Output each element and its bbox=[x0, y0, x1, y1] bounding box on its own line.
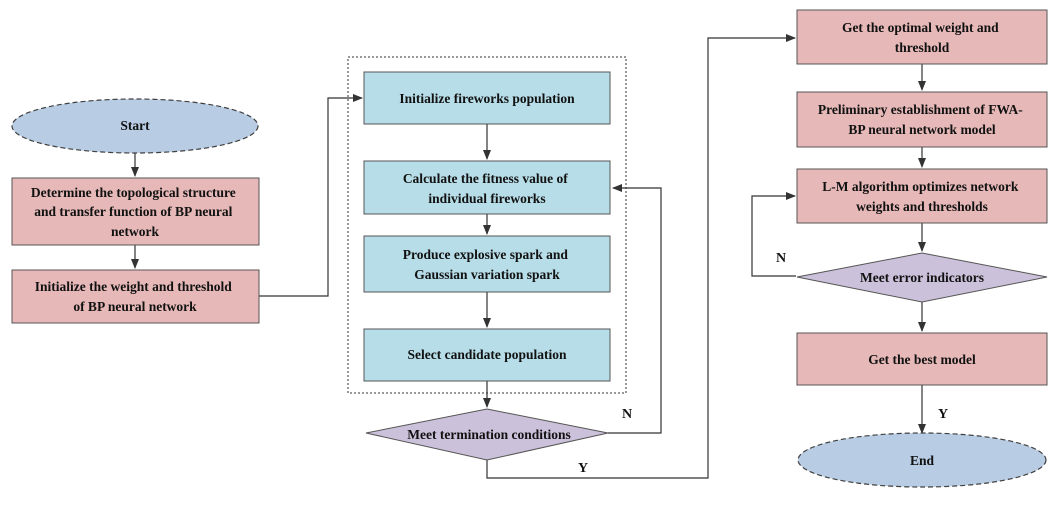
meet-error-label: Meet error indicators bbox=[860, 270, 984, 285]
lm-optimize-node: L-M algorithm optimizes network weights … bbox=[796, 168, 1048, 224]
start-node: Start bbox=[11, 98, 259, 154]
start-label: Start bbox=[120, 118, 150, 133]
meet-termination-label: Meet termination conditions bbox=[407, 427, 570, 442]
optimal-weight-label: Get the optimal weight and threshold bbox=[842, 20, 1002, 55]
termination-yes-label: Y bbox=[578, 461, 588, 476]
end-label: End bbox=[910, 453, 935, 468]
best-model-label: Get the best model bbox=[868, 352, 976, 367]
select-candidate-node: Select candidate population bbox=[363, 328, 611, 382]
arrow-termination-yes bbox=[486, 34, 796, 479]
meet-termination-decision: Meet termination conditions bbox=[365, 408, 609, 461]
init-weight-label: Initialize the weight and threshold of B… bbox=[35, 279, 235, 314]
determine-structure-label: Determine the topological structure and … bbox=[31, 185, 239, 239]
connectors bbox=[131, 34, 926, 479]
init-weight-node: Initialize the weight and threshold of B… bbox=[11, 269, 260, 324]
termination-no-label: N bbox=[622, 407, 632, 422]
select-candidate-label: Select candidate population bbox=[407, 347, 567, 362]
error-no-label: N bbox=[776, 251, 786, 266]
preliminary-model-node: Preliminary establishment of FWA- BP neu… bbox=[796, 91, 1048, 148]
init-fireworks-node: Initialize fireworks population bbox=[363, 71, 611, 125]
meet-error-decision: Meet error indicators bbox=[796, 252, 1048, 303]
arrow-error-no-loop bbox=[751, 192, 796, 277]
error-yes-label: Y bbox=[938, 407, 948, 422]
preliminary-model-label: Preliminary establishment of FWA- BP neu… bbox=[818, 102, 1026, 137]
arrow-termination-no-loop bbox=[608, 184, 662, 434]
produce-spark-label: Produce explosive spark and Gaussian var… bbox=[403, 247, 572, 282]
calc-fitness-label: Calculate the fitness value of individua… bbox=[403, 171, 571, 206]
produce-spark-node: Produce explosive spark and Gaussian var… bbox=[363, 235, 611, 293]
best-model-node: Get the best model bbox=[796, 332, 1048, 386]
determine-structure-node: Determine the topological structure and … bbox=[11, 177, 260, 246]
calc-fitness-node: Calculate the fitness value of individua… bbox=[363, 160, 611, 215]
end-node: End bbox=[797, 432, 1047, 488]
optimal-weight-node: Get the optimal weight and threshold bbox=[796, 9, 1048, 65]
arrow-init-weight-to-fireworks bbox=[259, 94, 363, 297]
init-fireworks-label: Initialize fireworks population bbox=[399, 91, 575, 106]
lm-optimize-label: L-M algorithm optimizes network weights … bbox=[822, 179, 1021, 214]
